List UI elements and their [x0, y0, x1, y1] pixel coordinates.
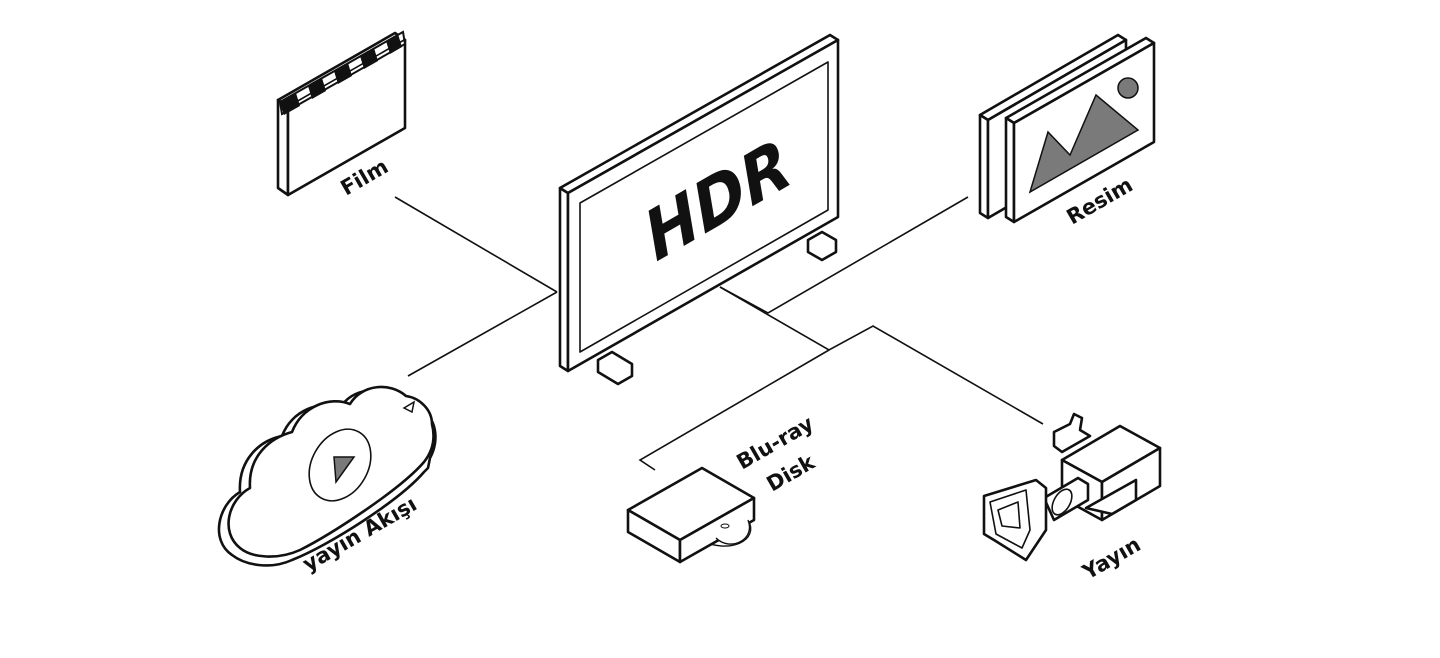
broadcast-camera-icon [982, 412, 1162, 562]
tv-stand-right [806, 230, 838, 262]
picture-icon [978, 33, 1156, 224]
clapperboard-icon [276, 30, 407, 197]
connector-streaming [407, 291, 558, 377]
broadcast-label: Yayın [1078, 532, 1145, 585]
connectors [394, 196, 1044, 471]
connector-broadcast [719, 286, 1044, 425]
cloud-play-icon [217, 385, 437, 567]
tv-icon: HDR [558, 33, 840, 386]
connector-film [394, 196, 558, 293]
tv-screen [579, 61, 829, 353]
sun-shape [1117, 77, 1139, 99]
play-triangle [333, 456, 356, 485]
clapper-stripes [280, 34, 402, 115]
cloud-notch [402, 400, 416, 414]
connector-bluray [638, 349, 830, 471]
tv-stand-left [596, 350, 634, 386]
bluray-player-icon [626, 466, 756, 564]
mountain-shape [1028, 93, 1140, 194]
